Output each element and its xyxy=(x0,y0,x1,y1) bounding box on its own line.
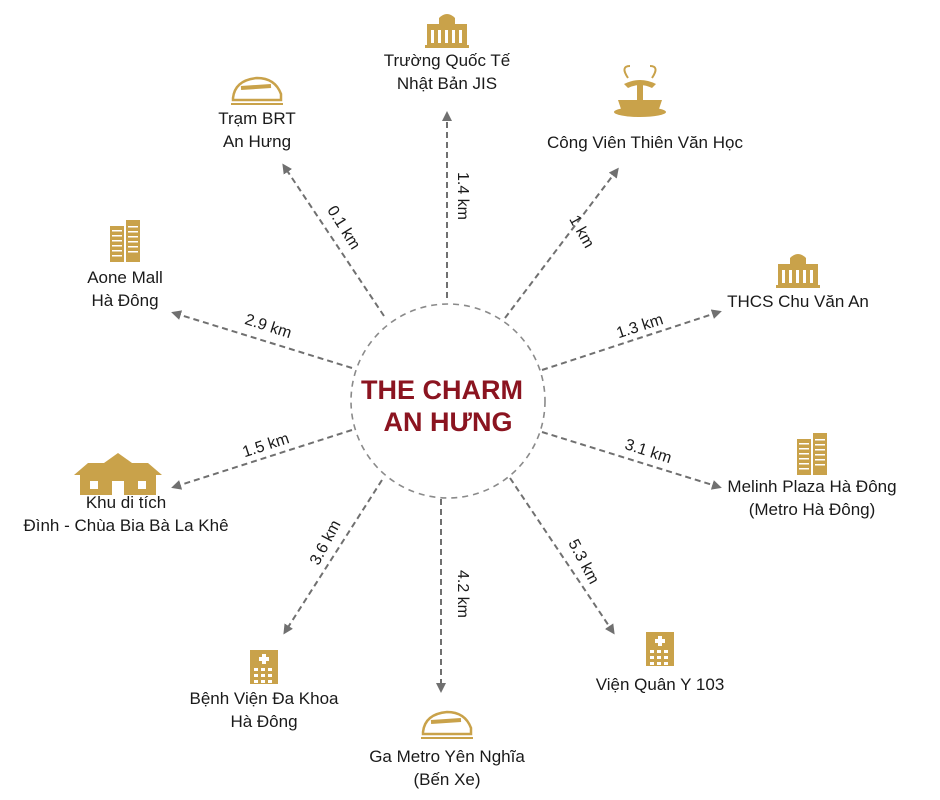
arrow-tram-brt xyxy=(282,163,385,317)
place-label-melinh-line1: Melinh Plaza Hà Đông xyxy=(727,477,896,496)
place-label-ga-metro-line1: Ga Metro Yên Nghĩa xyxy=(369,747,525,766)
arrow-melinh xyxy=(541,431,722,490)
distance-label-ga-metro: 4.2 km xyxy=(454,570,471,618)
arrow-park xyxy=(504,167,619,319)
place-label-tram-brt-line1: Trạm BRT xyxy=(218,109,295,128)
place-label-benh-vien-line2: Hà Đông xyxy=(230,712,297,731)
arrow-thcs xyxy=(541,309,722,371)
school-building-icon xyxy=(776,254,820,288)
hospital-icon xyxy=(250,650,278,684)
train-icon xyxy=(231,76,283,105)
skyscraper-icon xyxy=(797,433,827,475)
place-label-park-line1: Công Viên Thiên Văn Học xyxy=(547,133,743,152)
distance-label-school-jis: 1.4 km xyxy=(454,172,471,220)
fountain-icon xyxy=(614,65,666,117)
pagoda-icon xyxy=(74,453,162,495)
center-title-line1: THE CHARM xyxy=(361,375,523,405)
arrow-khu-di-tich xyxy=(171,429,353,490)
place-label-khu-di-tich-line1: Khu di tích xyxy=(86,493,166,512)
icons-layer xyxy=(74,14,827,739)
distance-label-tram-brt: 0.1 km xyxy=(323,203,363,253)
place-label-benh-vien-line1: Bệnh Viện Đa Khoa xyxy=(189,689,339,708)
place-label-school-jis-line2: Nhật Bản JIS xyxy=(397,74,497,93)
place-label-melinh-line2: (Metro Hà Đông) xyxy=(749,500,876,519)
place-label-school-jis-line1: Trường Quốc Tế xyxy=(384,51,511,70)
distance-label-park: 1 km xyxy=(565,213,597,252)
place-label-aone-mall-line1: Aone Mall xyxy=(87,268,163,287)
labels-layer: Trường Quốc Tế Nhật Bản JIS Công Viên Thiê… xyxy=(23,51,896,789)
school-building-icon xyxy=(425,14,469,48)
hospital-icon xyxy=(646,632,674,666)
skyscraper-icon xyxy=(110,220,140,262)
place-label-tram-brt-line2: An Hưng xyxy=(223,132,291,151)
center-ring xyxy=(350,303,546,499)
distance-label-aone-mall: 2.9 km xyxy=(243,311,294,342)
arrow-benh-vien xyxy=(283,479,383,635)
arrow-aone-mall xyxy=(171,310,353,369)
center-title-line2: AN HƯNG xyxy=(384,407,513,437)
distance-label-vien-quan-y: 5.3 km xyxy=(564,537,602,587)
place-label-ga-metro-line2: (Bến Xe) xyxy=(413,770,480,789)
train-icon xyxy=(421,710,473,739)
arrow-vien-quan-y xyxy=(509,477,615,635)
distance-label-benh-vien: 3.6 km xyxy=(307,518,345,568)
place-label-aone-mall-line2: Hà Đông xyxy=(91,291,158,310)
place-label-khu-di-tich-line2: Đình - Chùa Bia Bà La Khê xyxy=(23,516,228,535)
distance-label-melinh: 3.1 km xyxy=(623,436,674,467)
place-label-thcs-line1: THCS Chu Văn An xyxy=(727,292,869,311)
place-label-vien-quan-y-line1: Viện Quân Y 103 xyxy=(596,675,725,694)
